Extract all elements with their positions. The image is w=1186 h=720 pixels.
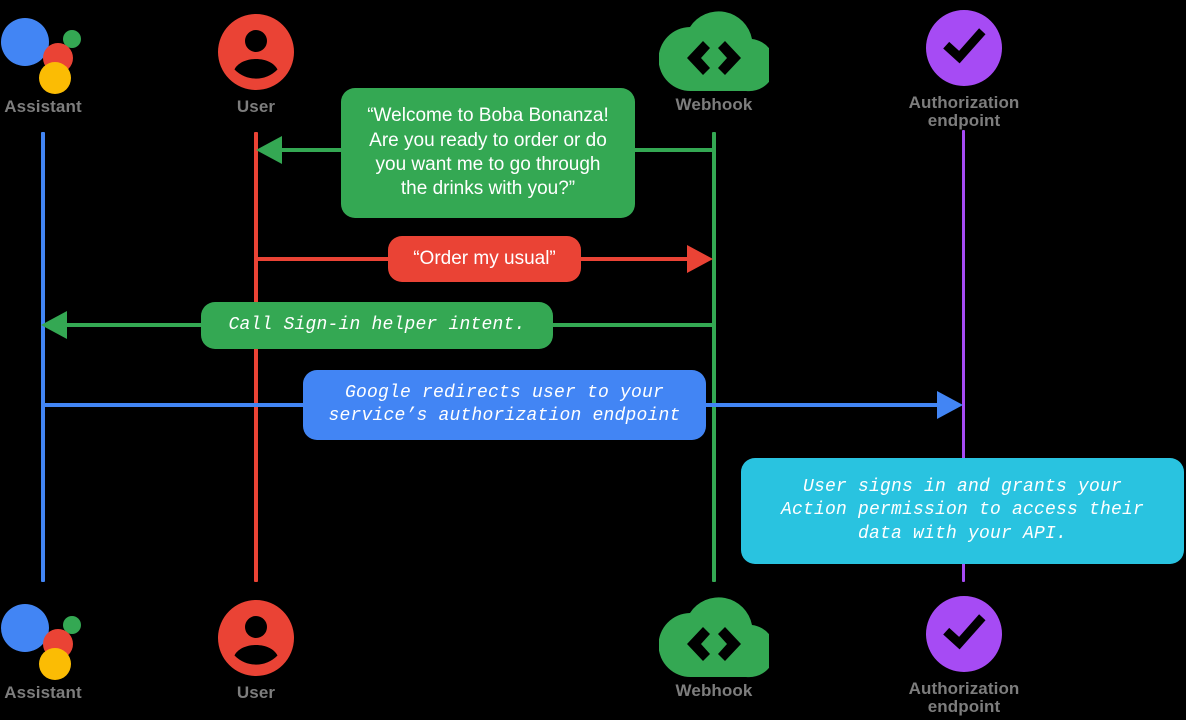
assistant-dot-yellow-icon: [39, 648, 71, 680]
actor-webhook-top[interactable]: Webhook: [614, 4, 814, 114]
actor-authorization-endpoint-top[interactable]: Authorization endpoint: [864, 2, 1064, 131]
assistant-icon-wrap-bottom: [0, 592, 143, 684]
bubble-order-my-usual-text: “Order my usual”: [413, 247, 556, 269]
auth-label-line1-top: Authorization: [908, 93, 1020, 112]
user-icon-wrap: [156, 6, 356, 98]
lifeline-assistant: [41, 132, 45, 582]
auth-label-line2-top: endpoint: [927, 111, 1001, 131]
bubble-google-redirects-text: Google redirects user to your service’s …: [328, 382, 681, 426]
lifeline-webhook: [712, 132, 716, 582]
bubble-welcome: “Welcome to Boba Bonanza! Are you ready …: [341, 88, 635, 218]
cloud-code-icon: [659, 11, 769, 92]
arrow-head-welcome: [256, 136, 282, 164]
lifeline-authorization-endpoint: [962, 130, 965, 582]
actor-label-user-bottom: User: [236, 683, 276, 702]
arrow-head-signin-helper: [41, 311, 67, 339]
auth-label-line2-bottom: endpoint: [927, 697, 1001, 717]
user-icon-wrap-bottom: [156, 592, 356, 684]
actor-label-assistant-bottom: Assistant: [4, 683, 82, 702]
auth-label-line1-bottom: Authorization: [908, 679, 1020, 698]
auth-icon-wrap: [864, 2, 1064, 94]
google-assistant-logo-icon: [1, 10, 85, 94]
actor-user-bottom[interactable]: User: [156, 592, 356, 702]
assistant-dot-blue-icon: [1, 604, 49, 652]
assistant-dot-blue-icon: [1, 18, 49, 66]
actor-assistant-top[interactable]: Assistant: [0, 6, 143, 116]
assistant-icon-wrap: [0, 6, 143, 98]
arrow-head-order: [687, 245, 713, 273]
actor-webhook-bottom[interactable]: Webhook: [614, 590, 814, 700]
actor-label-webhook-top: Webhook: [675, 95, 753, 114]
bubble-welcome-text: “Welcome to Boba Bonanza! Are you ready …: [367, 105, 609, 200]
auth-icon-wrap-bottom: [864, 588, 1064, 680]
user-avatar-icon: [218, 600, 294, 676]
actor-assistant-bottom[interactable]: Assistant: [0, 592, 143, 702]
actor-label-authorization-endpoint-bottom: Authorization endpoint: [864, 679, 1064, 717]
bubble-call-signin-helper: Call Sign-in helper intent.: [201, 302, 553, 349]
purple-check-circle-icon: [926, 10, 1002, 86]
actor-label-user-top: User: [236, 97, 276, 116]
google-assistant-logo-icon: [1, 596, 85, 680]
cloud-code-icon: [659, 597, 769, 678]
assistant-dot-green-icon: [63, 30, 81, 48]
assistant-dot-yellow-icon: [39, 62, 71, 94]
actor-label-webhook-bottom: Webhook: [675, 681, 753, 700]
assistant-dot-green-icon: [63, 616, 81, 634]
bubble-call-signin-helper-text: Call Sign-in helper intent.: [228, 314, 526, 335]
lifeline-user: [254, 132, 258, 582]
purple-check-circle-icon: [926, 596, 1002, 672]
actor-authorization-endpoint-bottom[interactable]: Authorization endpoint: [864, 588, 1064, 717]
webhook-icon-wrap-bottom: [614, 590, 814, 682]
arrow-head-google-redirects: [937, 391, 963, 419]
bubble-order-my-usual: “Order my usual”: [388, 236, 581, 282]
webhook-icon-wrap: [614, 4, 814, 96]
actor-user-top[interactable]: User: [156, 6, 356, 116]
user-avatar-icon: [218, 14, 294, 90]
actor-label-assistant-top: Assistant: [4, 97, 82, 116]
bubble-user-signs-in-note-text: User signs in and grants your Action per…: [780, 477, 1145, 544]
bubble-user-signs-in-note: User signs in and grants your Action per…: [741, 458, 1184, 564]
actor-label-authorization-endpoint-top: Authorization endpoint: [864, 93, 1064, 131]
bubble-google-redirects: Google redirects user to your service’s …: [303, 370, 706, 440]
